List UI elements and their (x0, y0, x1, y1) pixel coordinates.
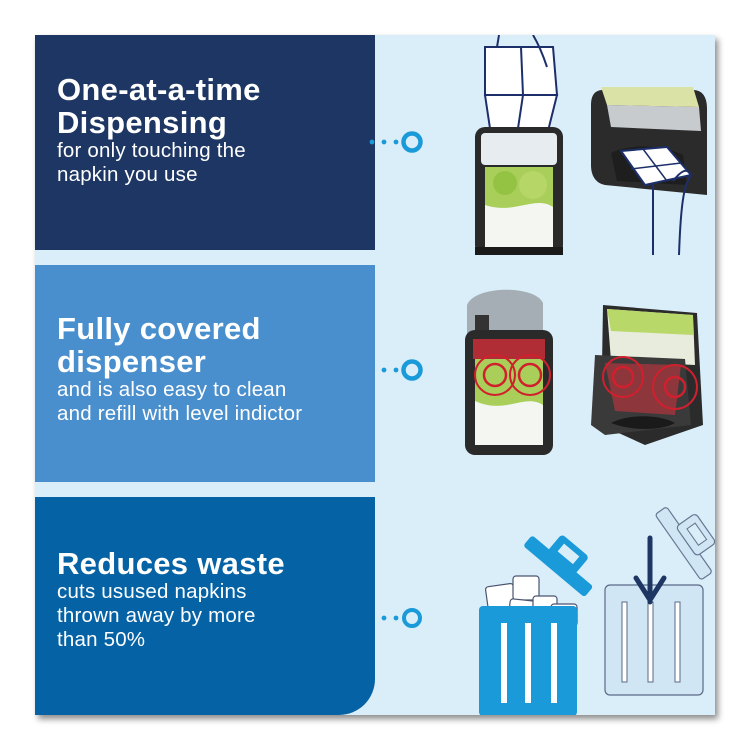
feature-title-line: dispenser (57, 344, 207, 379)
connector-dots-icon (381, 608, 422, 628)
feature-description-line: cuts usused napkins (57, 580, 247, 603)
feature-description: for only touching the napkin you use (57, 139, 375, 187)
feature-title: Reduces waste (57, 547, 375, 580)
feature-description-line: and is also easy to clean (57, 378, 287, 401)
covered-dispenser-illustration (465, 289, 703, 455)
feature-title-line: Dispensing (57, 105, 228, 140)
waste-comparison-illustration (479, 507, 715, 715)
infographic-card: One-at-a-time Dispensing for only touchi… (35, 35, 715, 715)
feature-title-line: Reduces waste (57, 546, 285, 581)
feature-description-line: thrown away by more (57, 604, 256, 627)
feature-description-line: and refill with level indictor (57, 402, 303, 425)
feature-title: One-at-a-time Dispensing (57, 73, 375, 139)
feature-title-line: One-at-a-time (57, 72, 261, 107)
feature-description-line: for only touching the (57, 139, 246, 162)
feature-description-line: napkin you use (57, 163, 198, 186)
one-at-a-time-dispenser-illustration (475, 35, 707, 256)
connector-dots-icon (369, 131, 423, 153)
feature-title: Fully covered dispenser (57, 312, 375, 378)
feature-panel-fully-covered: Fully covered dispenser and is also easy… (35, 265, 375, 482)
feature-description: and is also easy to clean and refill wit… (57, 378, 375, 426)
feature-description-line: than 50% (57, 628, 146, 651)
feature-title-line: Fully covered (57, 311, 261, 346)
feature-panel-reduces-waste: Reduces waste cuts usused napkins thrown… (35, 497, 375, 715)
feature-panel-one-at-a-time: One-at-a-time Dispensing for only touchi… (35, 35, 375, 250)
connector-dots-icon (381, 359, 423, 381)
feature-description: cuts usused napkins thrown away by more … (57, 580, 375, 652)
